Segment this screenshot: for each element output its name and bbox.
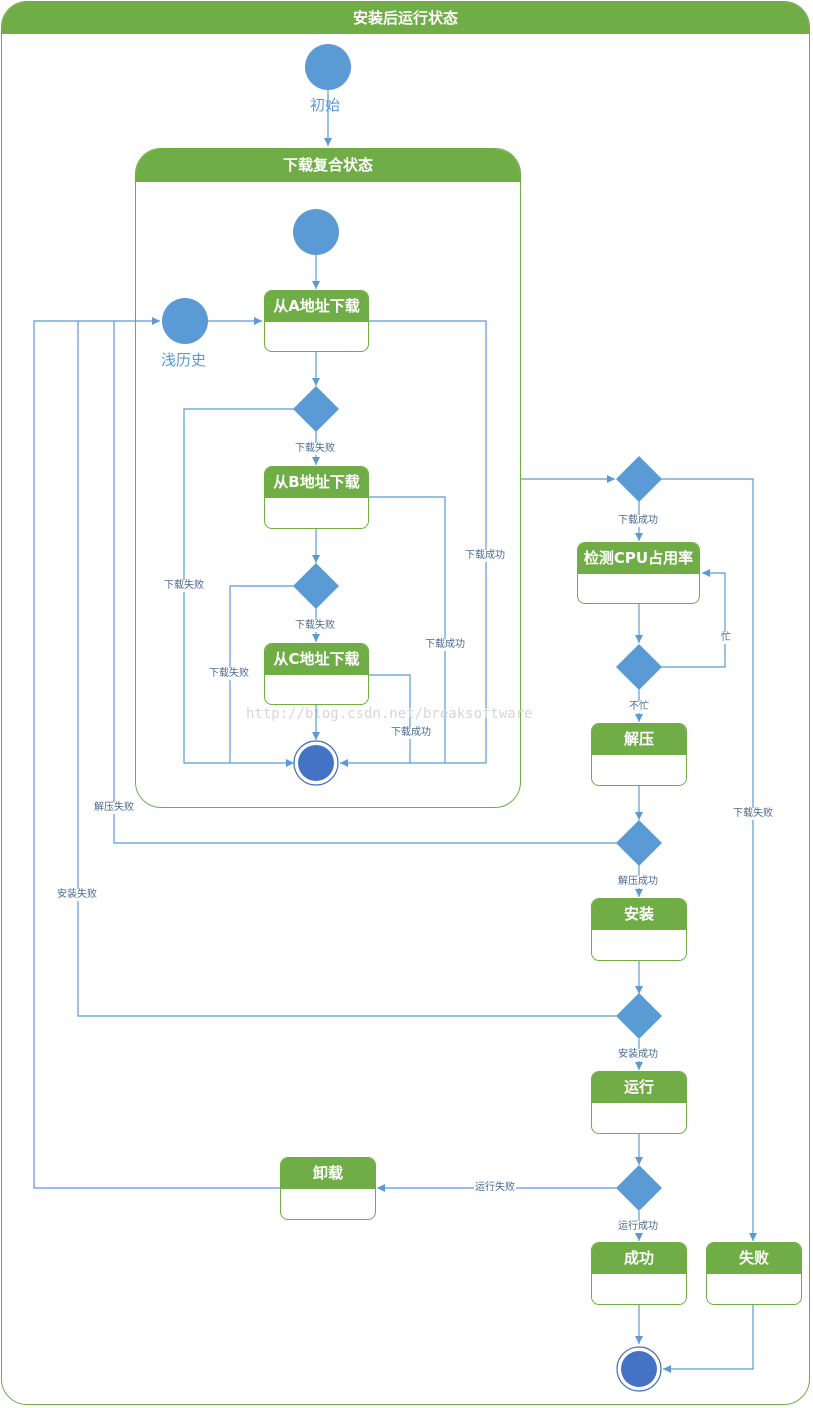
edge-decision2-fail <box>229 585 294 763</box>
shallow-history-node <box>162 298 208 344</box>
history-caption: 浅历史 <box>161 351 207 369</box>
composite-state-download: 下载复合状态 <box>135 148 521 808</box>
state-install-title: 安装 <box>592 899 686 930</box>
initial-caption: 初始 <box>310 96 341 114</box>
edge-decompress-fail <box>113 321 617 844</box>
state-run-title: 运行 <box>592 1072 686 1103</box>
label-c-success: 下载成功 <box>390 727 432 739</box>
edge-a-success <box>340 320 487 767</box>
state-decompress-title: 解压 <box>592 724 686 755</box>
label-a-success: 下载成功 <box>464 550 506 562</box>
state-download-b: 从B地址下载 <box>264 466 369 529</box>
state-uninstall: 卸载 <box>280 1157 376 1220</box>
decision-run-result <box>616 1165 662 1211</box>
label-c-fail-to-end: 下载失败 <box>208 668 250 680</box>
label-decompress-success: 解压成功 <box>617 876 659 888</box>
decision-download-result <box>616 456 662 502</box>
edge-busy-loop <box>661 569 726 668</box>
label-b-fail: 下载失败 <box>294 620 336 632</box>
state-download-a-title: 从A地址下载 <box>265 291 368 322</box>
decision-after-a <box>293 386 339 432</box>
edge-uninstall-to-history <box>33 317 280 1189</box>
state-download-c-title: 从C地址下载 <box>265 644 368 675</box>
state-run: 运行 <box>591 1071 687 1134</box>
label-b-fail-to-end: 下载失败 <box>163 580 205 592</box>
decision-decompress-result <box>616 820 662 866</box>
inner-initial-node <box>293 209 339 255</box>
label-download-fail: 下载失败 <box>732 808 774 820</box>
decision-cpu-busy <box>616 644 662 690</box>
state-download-a: 从A地址下载 <box>264 290 369 352</box>
edge-install-fail <box>77 321 617 1017</box>
decision-install-result <box>616 993 662 1039</box>
outer-final-node <box>616 1346 662 1392</box>
state-success-title: 成功 <box>592 1243 686 1274</box>
state-install: 安装 <box>591 898 687 961</box>
label-busy: 忙 <box>720 632 732 644</box>
watermark-url: http://blog.csdn.net/breaksoftware <box>246 706 533 722</box>
state-success: 成功 <box>591 1242 687 1305</box>
label-run-fail: 运行失败 <box>474 1182 516 1194</box>
label-install-fail: 安装失败 <box>56 889 98 901</box>
edge-failure-to-final <box>663 1305 754 1373</box>
label-b-success: 下载成功 <box>424 639 466 651</box>
state-uninstall-title: 卸载 <box>281 1158 375 1189</box>
label-not-busy: 不忙 <box>628 701 650 713</box>
state-download-b-title: 从B地址下载 <box>265 467 368 498</box>
label-install-success: 安装成功 <box>617 1049 659 1061</box>
state-decompress: 解压 <box>591 723 687 786</box>
edge-download-fail <box>661 478 757 1241</box>
state-check-cpu-title: 检测CPU占用率 <box>578 543 699 574</box>
diagram-title: 安装后运行状态 <box>2 2 809 34</box>
label-a-fail: 下载失败 <box>294 443 336 455</box>
label-download-success: 下载成功 <box>617 515 659 527</box>
edge-b-success <box>369 496 446 763</box>
initial-node <box>305 44 351 90</box>
composite-state-title: 下载复合状态 <box>136 149 520 182</box>
decision-after-b <box>293 563 339 609</box>
state-download-c: 从C地址下载 <box>264 643 369 705</box>
state-failure-title: 失败 <box>707 1243 801 1274</box>
state-check-cpu: 检测CPU占用率 <box>577 542 700 604</box>
label-run-success: 运行成功 <box>617 1221 659 1233</box>
label-decompress-fail: 解压失败 <box>93 802 135 814</box>
state-failure: 失败 <box>706 1242 802 1305</box>
inner-final-node <box>293 740 339 786</box>
